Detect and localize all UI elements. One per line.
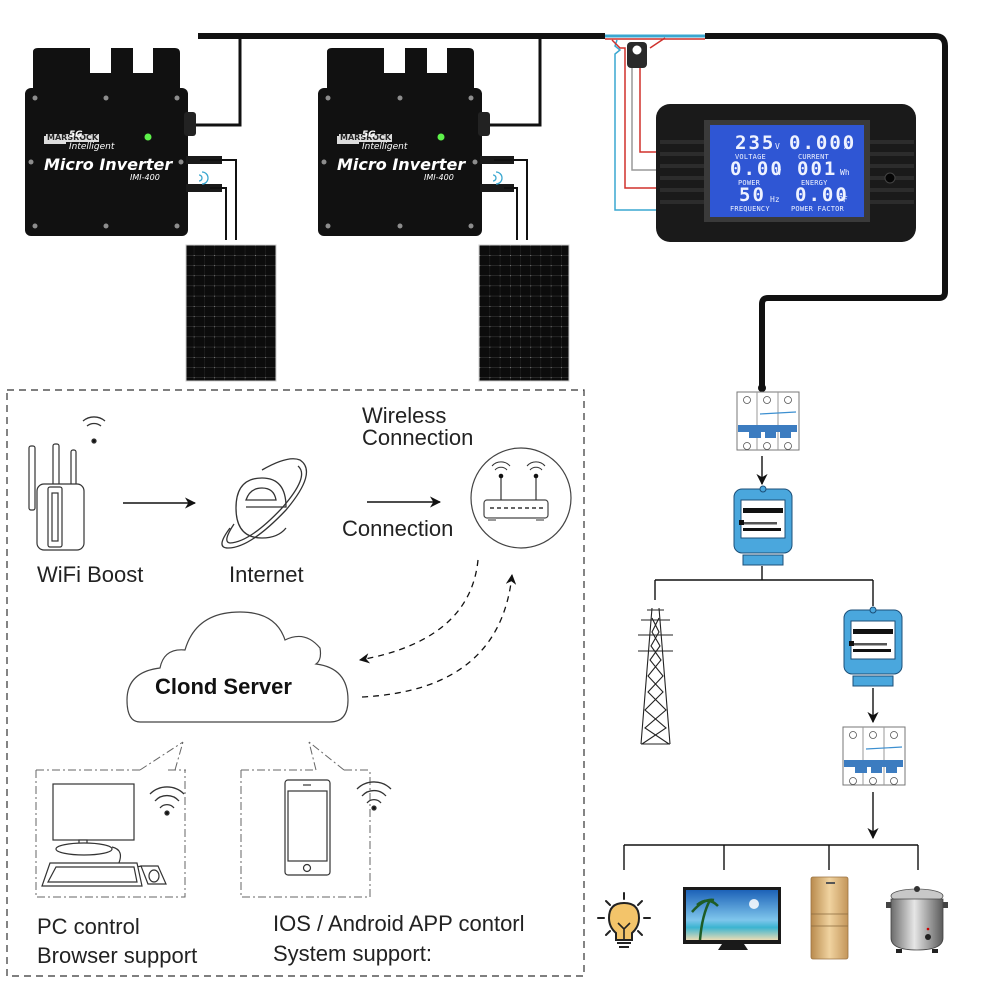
cloud-server-label: Clond Server	[155, 674, 292, 699]
wifi-booster-icon	[28, 443, 85, 551]
wifi-icon	[356, 781, 392, 811]
status-led-icon	[144, 133, 152, 141]
solar-panel-icon	[185, 244, 277, 382]
lcd-power-factor-value: 0.00	[795, 184, 849, 206]
wireless-connection-label-line2: Connection	[362, 425, 474, 450]
lcd-frequency-value: 50	[739, 184, 766, 206]
inverter-1-name: Micro Inverter	[44, 155, 173, 174]
inverter-1-tag: 5G	[69, 130, 83, 140]
inverter-2-brand-badge: MARSROCK	[339, 133, 393, 142]
app-control-label: IOS / Android APP contorl	[273, 911, 525, 936]
inverter-2-ac-wire	[484, 36, 542, 127]
lcd-current-label: CURRENT	[798, 153, 829, 161]
refrigerator-icon	[810, 876, 849, 960]
network-region-border	[6, 389, 585, 977]
cloud-to-router-link	[361, 573, 517, 698]
wifi-signal-icon	[492, 171, 503, 185]
inverter-2-model: IMI-400	[424, 173, 454, 182]
internet-label: Internet	[229, 562, 304, 587]
distribution-line	[654, 566, 874, 606]
lcd-voltage-value: 235	[735, 132, 776, 154]
browser-support-label: Browser support	[37, 943, 198, 968]
lcd-energy-label: ENERGY	[801, 179, 828, 187]
micro-inverter-1	[25, 48, 237, 240]
lcd-energy-value: 001	[797, 158, 838, 180]
micro-inverter-2	[318, 48, 528, 240]
wireless-connection-label-line1: Wireless	[362, 403, 447, 428]
inverter-1-model: IMI-400	[130, 173, 160, 182]
lcd-current-value: 0.000	[789, 132, 857, 154]
status-led-icon	[437, 133, 445, 141]
lcd-power-label: POWER	[738, 179, 761, 187]
connection-label: Connection	[342, 516, 454, 541]
power-tower-icon	[638, 607, 673, 745]
lcd-power-factor-label: POWER FACTOR	[791, 205, 844, 213]
lcd-frequency-label: FREQUENCY	[730, 205, 770, 213]
circuit-breaker-icon	[736, 391, 800, 451]
lcd-energy-unit: Wh	[840, 168, 850, 177]
circuit-breaker-icon	[842, 726, 906, 786]
smartphone-icon	[284, 779, 331, 876]
internet-icon	[221, 458, 308, 549]
solar-panel-icon	[478, 244, 570, 382]
lcd-power-unit: W	[776, 168, 781, 177]
router-to-cloud-link	[358, 559, 479, 664]
lcd-frequency-unit: Hz	[770, 195, 780, 204]
wifi-icon	[82, 416, 106, 444]
lcd-voltage-unit: V	[775, 142, 780, 151]
cloud-icon	[126, 611, 349, 723]
inverter-1-brand-badge: MARSROCK	[46, 133, 100, 142]
current-transformer-clamp	[611, 37, 666, 211]
inverter-1-subtitle: Intelligent	[69, 142, 115, 152]
pc-control-label: PC control	[37, 914, 140, 939]
wifi-signal-icon	[198, 171, 209, 185]
lcd-voltage-label: VOLTAGE	[735, 153, 766, 161]
lcd-current-unit: A	[844, 142, 849, 151]
inverter-2-subtitle: Intelligent	[362, 142, 408, 152]
light-bulb-icon	[597, 892, 651, 948]
inverter-2-name: Micro Inverter	[337, 155, 466, 174]
electric-meter-icon	[843, 606, 903, 687]
pc-control-box	[35, 741, 186, 898]
wifi-icon	[149, 786, 185, 816]
wifi-boost-label: WiFi Boost	[37, 562, 144, 587]
television-icon	[683, 887, 781, 950]
rice-cooker-icon	[886, 886, 948, 953]
inverter-2-tag: 5G	[362, 130, 376, 140]
electric-meter-icon	[733, 485, 793, 566]
lcd-power-value: 0.00	[730, 158, 784, 180]
appliance-bus-line	[623, 844, 919, 870]
lcd-power-factor-unit: PF	[838, 195, 848, 204]
desktop-computer-icon	[41, 783, 167, 887]
system-support-label: System support:	[273, 941, 432, 966]
router-icon	[470, 447, 572, 549]
power-meter-device	[656, 104, 916, 242]
inverter-1-ac-wire	[194, 36, 242, 127]
ac-bus-line	[198, 33, 948, 392]
app-control-box	[240, 741, 371, 898]
